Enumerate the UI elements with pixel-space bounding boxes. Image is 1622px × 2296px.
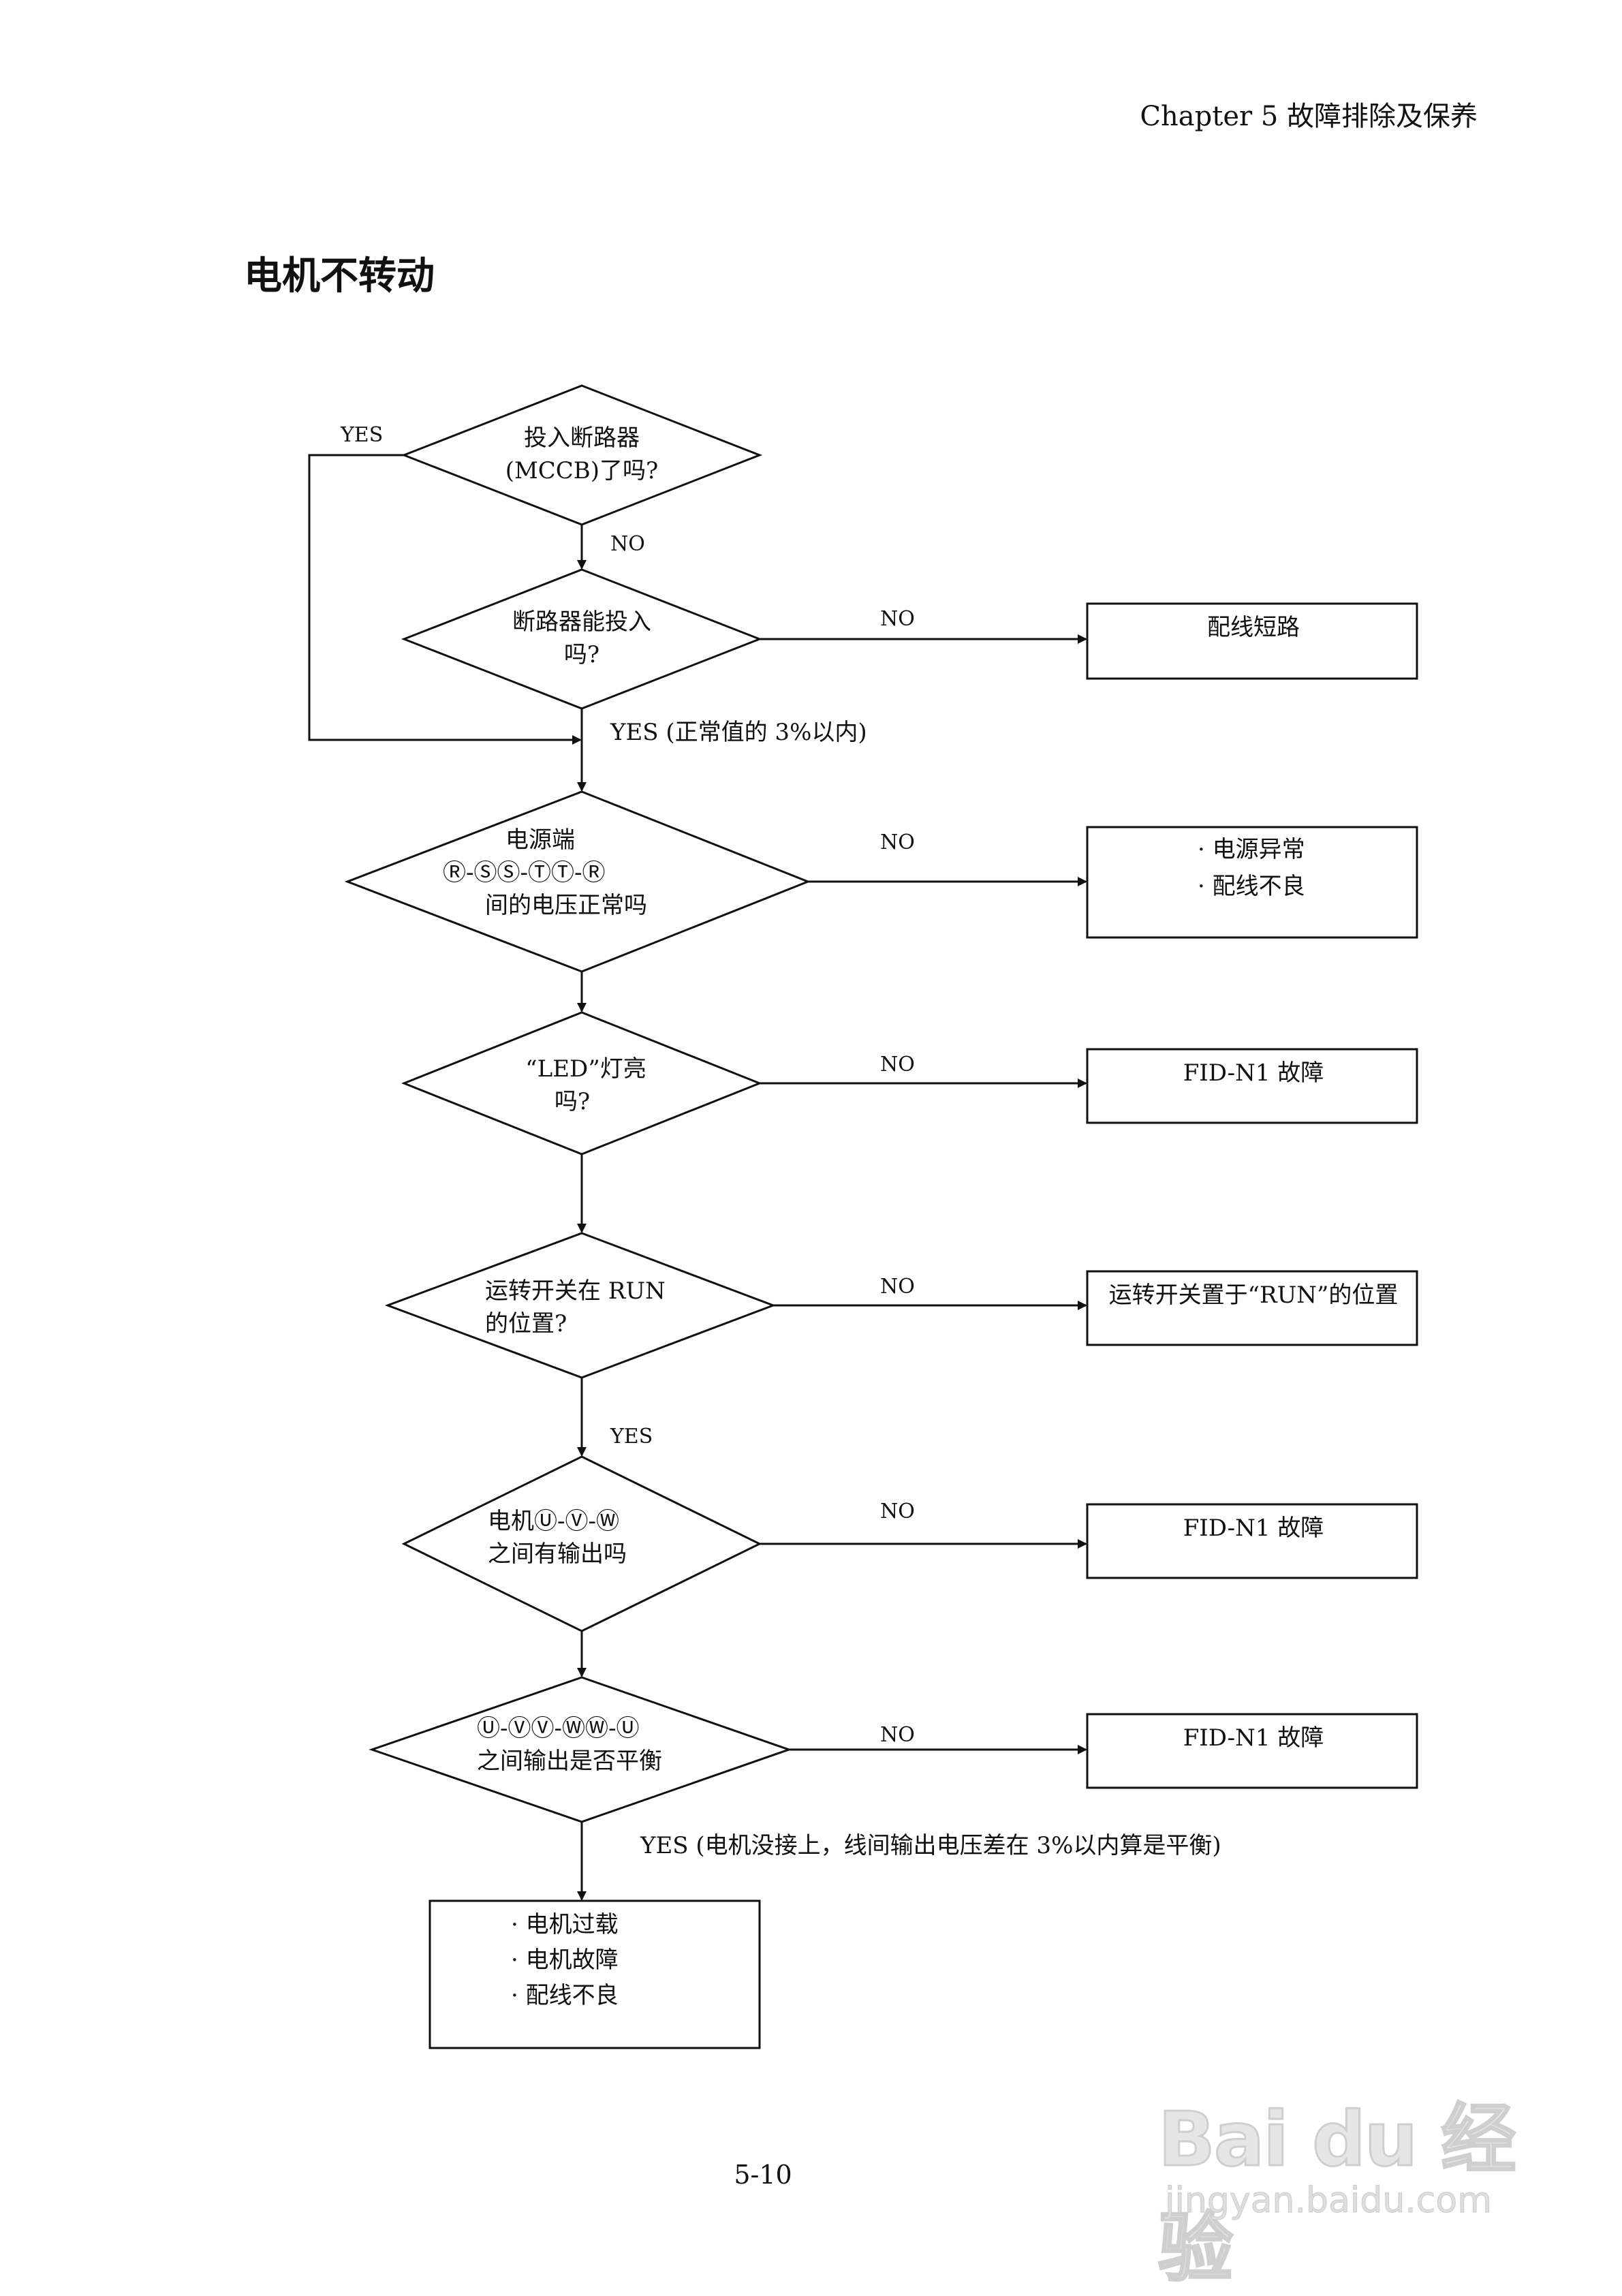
box-fid-fault-2-text: FID-N1 故障 xyxy=(1183,1515,1324,1542)
box-motor-problems-line3: · 配线不良 xyxy=(511,1982,619,2009)
watermark: Bai du 经验 jingyan.baidu.com xyxy=(1157,2078,1540,2293)
decision-run-line1: 运转开关在 RUN xyxy=(485,1277,666,1305)
chapter-header: Chapter 5 故障排除及保养 xyxy=(1140,101,1478,132)
box-wiring-short xyxy=(1086,602,1418,680)
label-no-run: NO xyxy=(880,1275,915,1299)
box-power-abnormal-line2: · 配线不良 xyxy=(1198,873,1305,900)
box-motor-problems-line1: · 电机过载 xyxy=(511,1911,619,1938)
box-fid-fault-3-text: FID-N1 故障 xyxy=(1183,1724,1324,1752)
box-run-position xyxy=(1086,1270,1418,1346)
decision-balance-line2: 之间输出是否平衡 xyxy=(477,1748,662,1775)
label-no-balance: NO xyxy=(880,1723,915,1747)
label-yes-run: YES xyxy=(610,1425,653,1448)
label-no-motor: NO xyxy=(880,1500,915,1523)
box-fid-fault-1 xyxy=(1086,1048,1418,1124)
watermark-url: jingyan.baidu.com xyxy=(1165,2180,1493,2222)
decision-mccb-line2: (MCCB)了吗? xyxy=(505,457,659,484)
decision-balance-line1: Ⓤ-ⓋⓋ-ⓌⓌ-Ⓤ xyxy=(477,1715,639,1742)
label-no-supply: NO xyxy=(880,831,915,854)
decision-mccb-line1: 投入断路器 xyxy=(524,424,640,452)
label-no-mccb: NO xyxy=(610,532,645,556)
decision-run-line2: 的位置? xyxy=(485,1310,567,1337)
decision-breaker xyxy=(401,568,763,710)
label-no-breaker: NO xyxy=(880,607,915,631)
decision-led-line2: 吗? xyxy=(555,1088,590,1115)
box-fid-fault-1-text: FID-N1 故障 xyxy=(1183,1059,1324,1087)
decision-breaker-line1: 断路器能投入 xyxy=(512,608,651,636)
decision-supply-line3: 间的电压正常吗 xyxy=(485,892,647,919)
box-fid-fault-2 xyxy=(1086,1503,1418,1579)
watermark-logo: Bai du 经验 xyxy=(1157,2095,1517,2293)
label-yes-balance: YES (电机没接上，线间输出电压差在 3%以内算是平衡) xyxy=(640,1832,1221,1859)
decision-motor-line1: 电机Ⓤ-Ⓥ-Ⓦ xyxy=(488,1508,619,1535)
box-motor-problems xyxy=(428,1899,761,2049)
decision-supply-line2: Ⓡ-ⓈⓈ-ⓉⓉ-Ⓡ xyxy=(443,859,605,886)
box-power-abnormal xyxy=(1086,826,1418,939)
box-fid-fault-3 xyxy=(1086,1713,1418,1789)
decision-led-line1: “LED”灯亮 xyxy=(525,1055,646,1083)
decision-led xyxy=(401,1011,763,1155)
decision-supply-line1: 电源端 xyxy=(505,826,575,854)
page-title: 电机不转动 xyxy=(244,254,435,298)
box-motor-problems-line2: · 电机故障 xyxy=(511,1946,619,1974)
page-number: 5-10 xyxy=(734,2160,792,2190)
box-wiring-short-text: 配线短路 xyxy=(1207,614,1300,641)
decision-breaker-line2: 吗? xyxy=(564,641,599,668)
label-no-led: NO xyxy=(880,1053,915,1076)
decision-mccb xyxy=(401,384,763,526)
label-yes-mccb: YES xyxy=(340,423,383,447)
box-run-position-text: 运转开关置于“RUN”的位置 xyxy=(1109,1282,1399,1309)
box-power-abnormal-line1: · 电源异常 xyxy=(1198,836,1305,863)
decision-run-switch xyxy=(384,1232,777,1379)
decision-motor-line2: 之间有输出吗 xyxy=(488,1540,627,1568)
label-yes-normal: YES (正常值的 3%以内) xyxy=(610,719,867,746)
